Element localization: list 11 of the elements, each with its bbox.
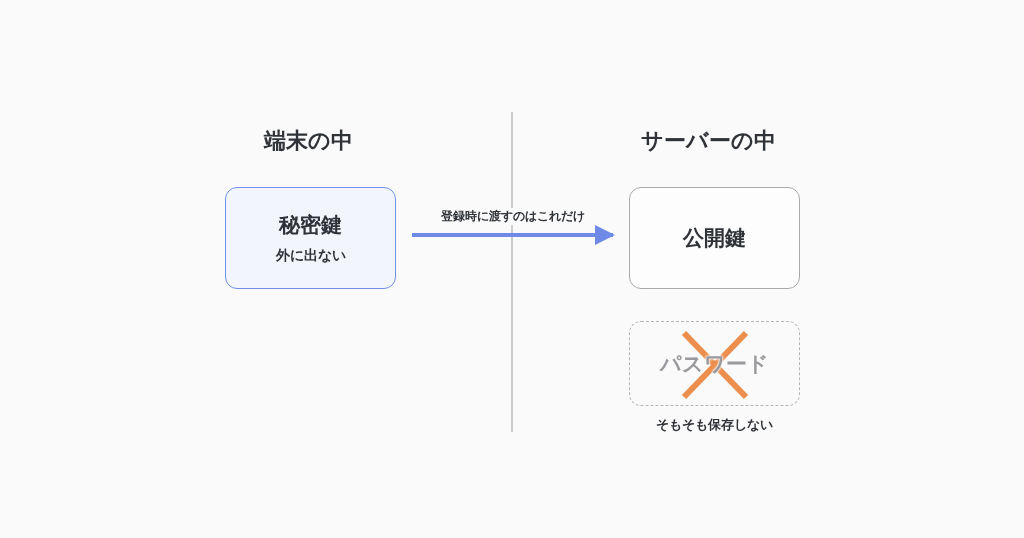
process-box: [225, 187, 396, 289]
edge-label: 登録時に渡すのはこれだけ: [438, 208, 587, 225]
dashed-box: [629, 321, 800, 406]
node-title: 秘密鍵: [279, 212, 342, 239]
arrow: [412, 225, 615, 245]
section-heading: 端末の中: [263, 127, 353, 155]
section-heading: サーバーの中: [640, 127, 776, 155]
node-title: 公開鍵: [683, 225, 746, 252]
process-box: [629, 187, 800, 289]
node-subtitle: 外に出ない: [275, 247, 346, 265]
node-caption: そもそも保存しない: [654, 416, 775, 434]
